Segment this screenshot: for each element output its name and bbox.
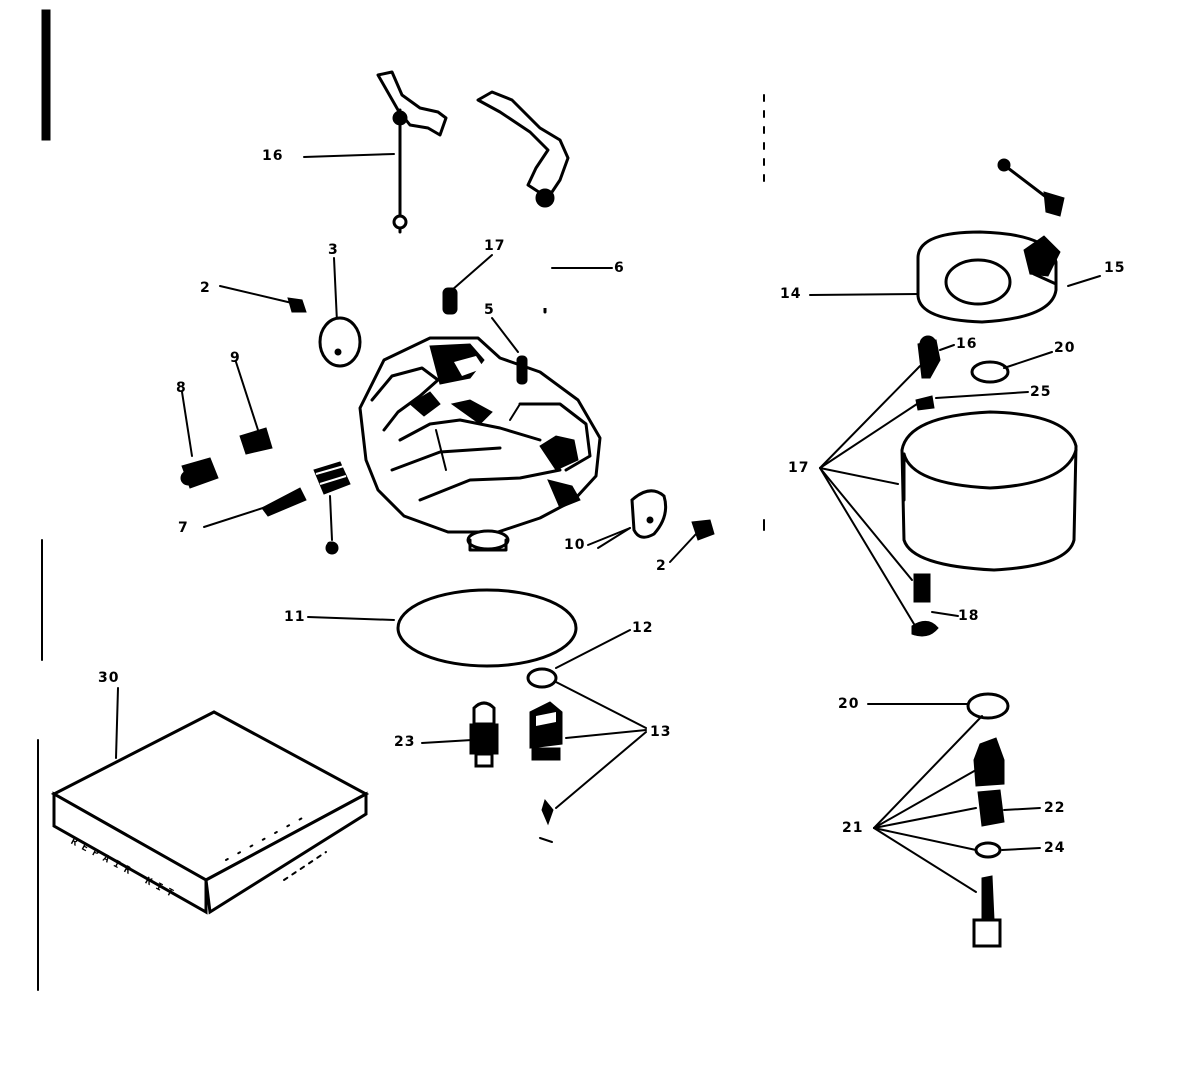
callout-20-washer: 20	[1054, 340, 1076, 356]
callout-8-spring: 8	[326, 540, 337, 556]
callout-15-float-pin: 15	[1104, 260, 1126, 276]
callout-30-repair-kit: 30	[98, 670, 120, 686]
inlet-needle-seat-part	[867, 692, 1041, 948]
spring-part	[442, 254, 493, 315]
repair-kit-book	[50, 687, 370, 915]
callout-24-washer: 24	[1044, 840, 1066, 856]
callout-9-needle: 9	[230, 350, 241, 366]
callout-6-throttle-shaft: 6	[614, 260, 625, 276]
callout-22-seat: 22	[1044, 800, 1066, 816]
callout-17-spring: 17	[484, 238, 506, 254]
float-pin-part	[997, 158, 1065, 217]
throttle-shaft-part	[476, 90, 570, 314]
float-part	[809, 230, 1101, 324]
carburetor-body	[358, 336, 602, 552]
callout-3-choke-plate: 3	[328, 242, 339, 258]
pin-part	[491, 317, 528, 385]
callout-2-screw-lower: 2	[656, 558, 667, 574]
small-washer-part	[526, 629, 631, 689]
callout-2-screw-upper: 2	[200, 280, 211, 296]
callout-25-clip: 25	[1030, 384, 1052, 400]
callout-14-float: 14	[780, 286, 802, 302]
choke-plate-part	[318, 257, 362, 368]
scan-edge-marks	[37, 9, 765, 991]
leader-lines	[303, 153, 631, 549]
adjust-needle-part	[180, 391, 219, 489]
callout-5-pin: 5	[484, 302, 495, 318]
callout-8-needle: 8	[176, 380, 187, 396]
main-needle-part	[203, 461, 351, 555]
callout-16-needle: 16	[956, 336, 978, 352]
idle-needle-part	[235, 361, 273, 455]
callout-21-needle-seat: 21	[842, 820, 864, 836]
callout-13-bowl-nut: 13	[650, 724, 672, 740]
callout-12-washer: 12	[632, 620, 654, 636]
callout-23-jet: 23	[394, 734, 416, 750]
throttle-plate-part	[587, 489, 668, 546]
callout-10-throttle-plate: 10	[564, 537, 586, 553]
callout-11-gasket: 11	[284, 609, 306, 625]
screw-part-upper	[219, 285, 307, 313]
callout-16-choke-shaft: 16	[262, 148, 284, 164]
float-bowl-part	[819, 335, 1078, 637]
bowl-gasket-part	[307, 588, 578, 668]
bowl-nut-part	[529, 681, 647, 843]
callout-18-drain: 18	[958, 608, 980, 624]
callout-20-gasket: 20	[838, 696, 860, 712]
callout-17-float-bowl: 17	[788, 460, 810, 476]
choke-shaft-part	[376, 70, 448, 234]
screw-part-lower	[669, 519, 715, 563]
callout-7-main-needle: 7	[178, 520, 189, 536]
main-jet-part	[421, 701, 499, 768]
